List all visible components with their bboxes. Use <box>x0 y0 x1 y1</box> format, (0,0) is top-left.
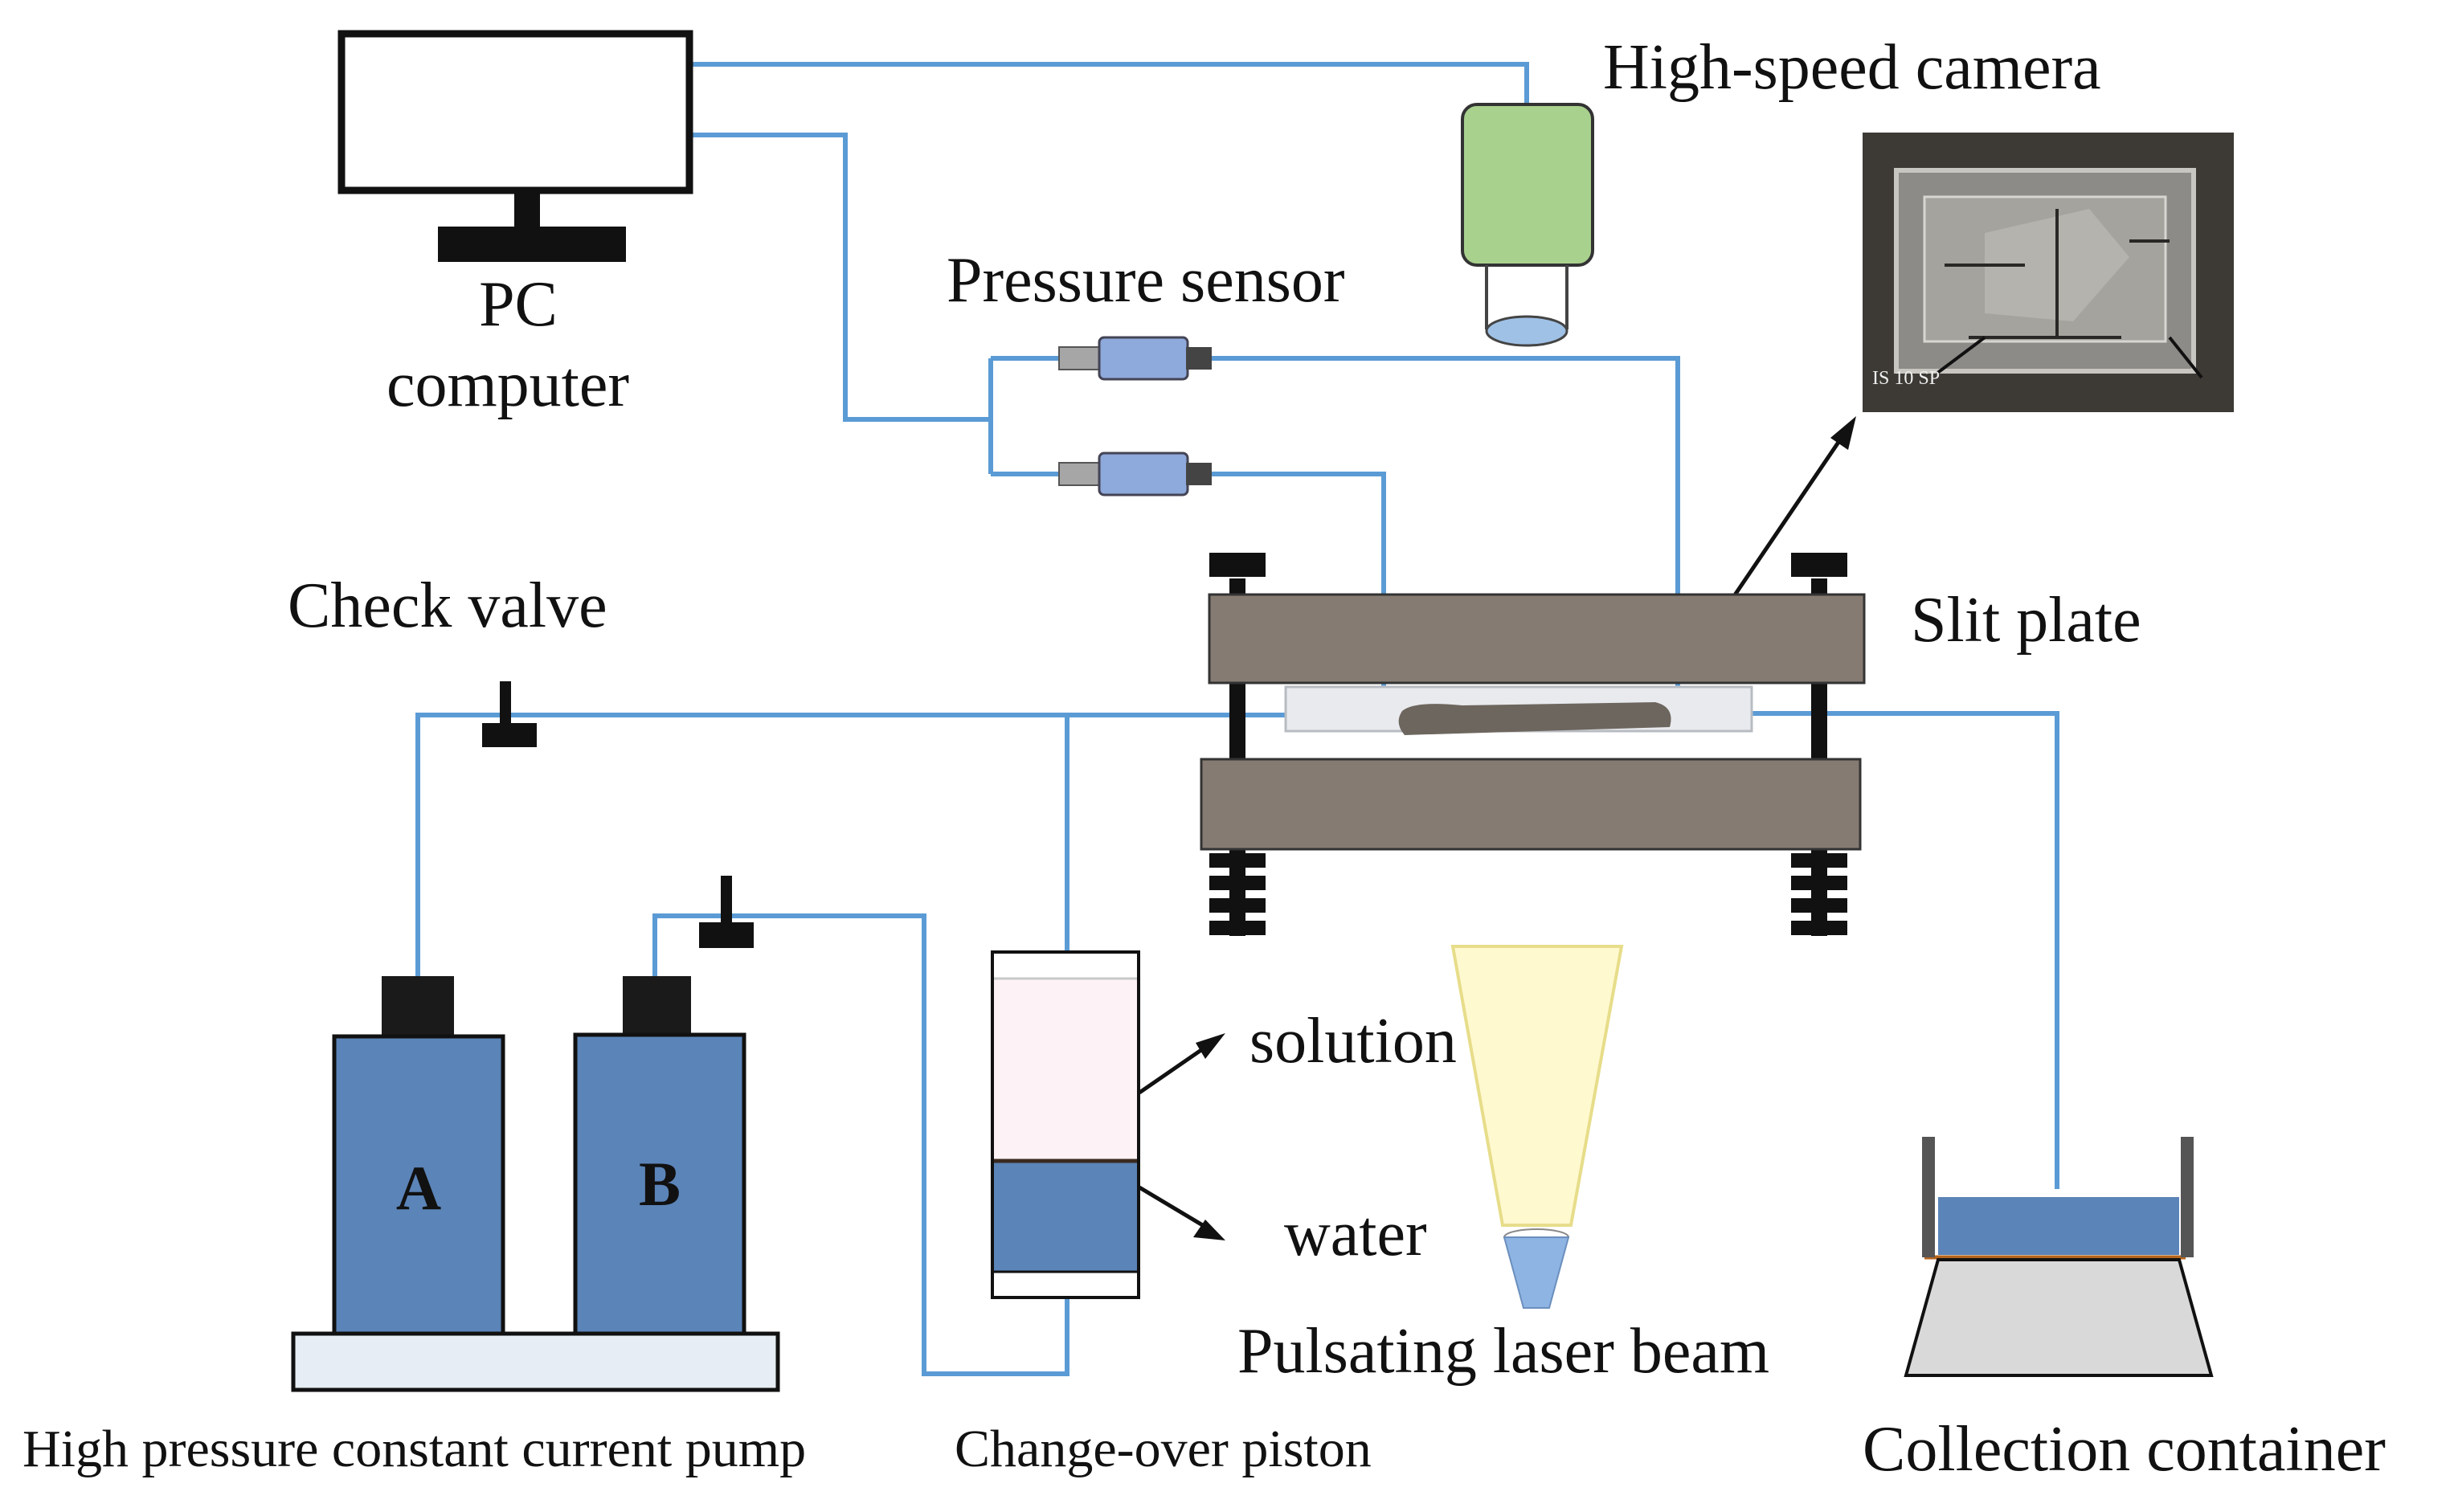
pump-b-letter: B <box>639 1149 681 1219</box>
tube-main-line <box>415 713 1294 976</box>
tube-outlet-to-container <box>1744 711 2059 1189</box>
laser-emitter <box>1503 1236 1570 1309</box>
water-label: water <box>1284 1199 1427 1269</box>
container-base <box>1904 1258 2214 1377</box>
pump-base <box>291 1331 780 1392</box>
pc-computer <box>337 30 693 262</box>
photo-pointers <box>1935 336 2203 379</box>
pc-label-line1: PC <box>479 269 558 340</box>
camera-body <box>1461 103 1594 267</box>
lower-plate <box>1200 758 1862 851</box>
pump-b-cap <box>623 976 691 1040</box>
collection-label: Collection container <box>1863 1414 2386 1485</box>
change-over-piston <box>991 950 1140 1299</box>
slit-plate-assembly <box>1200 553 1866 936</box>
pressure-sensor-label: Pressure sensor <box>947 245 1344 316</box>
check-valve-label: Check valve <box>288 570 607 641</box>
container-wall-left <box>1922 1137 1935 1257</box>
high-speed-camera <box>1461 103 1594 347</box>
solution-label: solution <box>1249 1006 1457 1077</box>
container-wall-right <box>2181 1137 2194 1257</box>
nut-stack-right <box>1791 853 1847 935</box>
camera-lens-holder <box>1485 265 1568 329</box>
solution-arrow <box>1138 1033 1225 1095</box>
pc-monitor <box>337 30 693 194</box>
pump-a-letter: A <box>396 1153 441 1223</box>
slit-plate-photo: IS 10 SP <box>1863 133 2234 412</box>
pressure-sensor-top <box>1058 336 1212 381</box>
pc-stand-base <box>438 227 626 262</box>
camera-lens <box>1485 315 1568 347</box>
bolt-head-right <box>1791 553 1847 577</box>
camera-label: High-speed camera <box>1603 32 2101 103</box>
pump-a <box>332 976 505 1336</box>
pc-label-line2: computer <box>386 349 629 420</box>
pump-label: High pressure constant current pump <box>22 1420 806 1478</box>
pump-b-body <box>573 1032 746 1336</box>
pressure-sensor-bottom <box>1058 452 1212 497</box>
container-water <box>1938 1197 2179 1255</box>
piston-solution-chamber <box>994 979 1137 1161</box>
water-arrow <box>1138 1185 1225 1240</box>
collection-container <box>1904 1137 2214 1377</box>
laser-beam-cone <box>1450 945 1624 1227</box>
pump-a-body <box>332 1034 505 1336</box>
upper-plate <box>1208 593 1866 684</box>
tubing <box>415 62 2059 1376</box>
slit-sample <box>1398 702 1671 735</box>
tube-pump-b-to-piston <box>652 913 1069 1376</box>
tube-pc-to-sensors <box>693 133 991 422</box>
check-valve-main <box>482 681 537 747</box>
laser-label: Pulsating laser beam <box>1237 1316 1769 1387</box>
nut-stack-left <box>1209 853 1266 935</box>
pc-stand-neck <box>514 190 540 229</box>
check-valve-pump-b <box>699 876 754 948</box>
slit-plate-label: Slit plate <box>1911 585 2141 656</box>
piston-label: Change-over piston <box>955 1420 1372 1478</box>
photo-markings <box>1945 209 2170 339</box>
bolt-head-left <box>1209 553 1266 577</box>
pump-a-cap <box>382 976 454 1040</box>
tube-pc-to-camera <box>693 62 1529 104</box>
tube-sensor-top-out <box>1209 356 1680 707</box>
photo-pointer-arrow <box>1732 416 1856 598</box>
pump-b <box>573 976 746 1336</box>
piston-water-chamber <box>994 1161 1137 1272</box>
pulsating-laser <box>1450 945 1624 1309</box>
photo-caption: IS 10 SP <box>1872 368 1940 389</box>
